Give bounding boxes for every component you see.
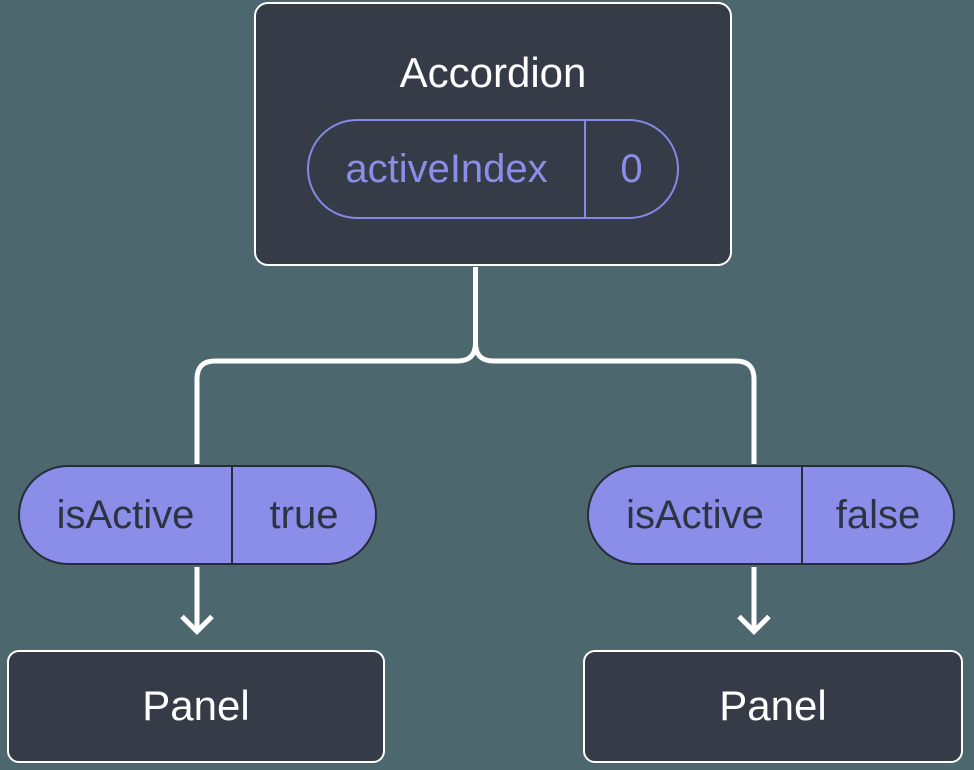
prop-pill-right: isActive false — [587, 465, 955, 565]
prop-name-left: isActive — [20, 467, 233, 563]
down-arrow-head-right-icon — [737, 614, 771, 636]
panel-node-title-right: Panel — [719, 682, 827, 730]
panel-component-node-left: Panel — [7, 650, 385, 763]
prop-value-left: true — [269, 492, 339, 537]
panel-component-node-right: Panel — [583, 650, 963, 763]
connector-branch-left — [194, 267, 478, 464]
state-name: activeIndex — [309, 121, 586, 218]
prop-name-right: isActive — [589, 467, 803, 563]
prop-value-right: false — [835, 492, 921, 537]
accordion-component-node: Accordion activeIndex 0 — [254, 2, 732, 266]
prop-pill-left: isActive true — [18, 465, 377, 565]
state-pill: activeIndex 0 — [307, 119, 679, 220]
accordion-node-title: Accordion — [399, 48, 587, 96]
down-arrow-head-left-icon — [180, 614, 214, 636]
panel-node-title-left: Panel — [142, 682, 250, 730]
state-value: 0 — [620, 146, 643, 191]
connector-branch-right — [473, 267, 757, 464]
